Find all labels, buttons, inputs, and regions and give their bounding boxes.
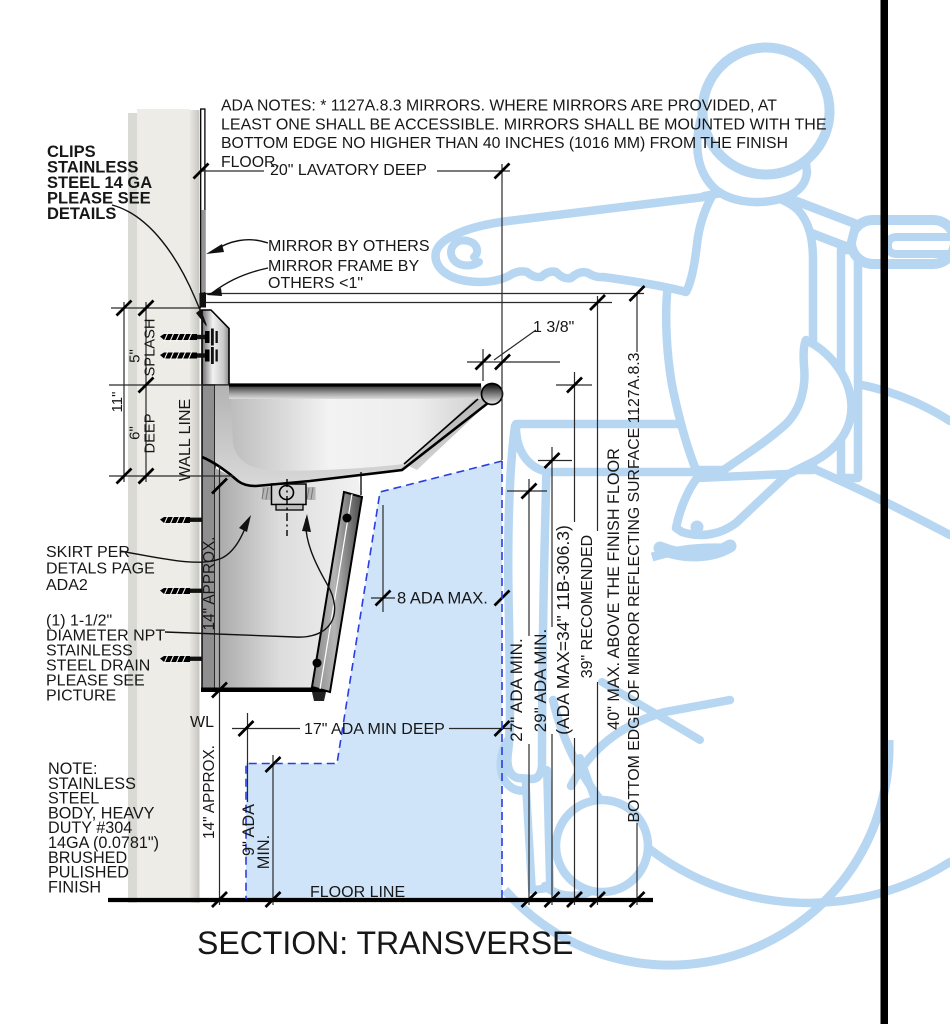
- svg-text:STEEL DRAIN: STEEL DRAIN: [46, 658, 150, 675]
- svg-text:CLIPS: CLIPS: [47, 143, 96, 161]
- svg-text:BODY, HEAVY: BODY, HEAVY: [48, 804, 155, 822]
- svg-text:DETALS PAGE: DETALS PAGE: [46, 561, 155, 578]
- svg-text:DIAMETER NPT: DIAMETER NPT: [46, 628, 165, 645]
- svg-text:BOTTOM EDGE OF MIRROR REFLECTI: BOTTOM EDGE OF MIRROR REFLECTING SURFACE…: [626, 352, 643, 822]
- svg-text:1 3/8": 1 3/8": [533, 319, 574, 336]
- svg-text:29" ADA MIN.: 29" ADA MIN.: [531, 629, 550, 732]
- svg-text:SPLASH: SPLASH: [143, 319, 159, 377]
- svg-text:BRUSHED: BRUSHED: [48, 849, 127, 867]
- svg-text:MIRROR FRAME BY: MIRROR FRAME BY: [268, 258, 419, 275]
- svg-text:NOTE:: NOTE:: [48, 760, 97, 778]
- svg-text:(1) 1-1/2": (1) 1-1/2": [46, 613, 112, 630]
- svg-text:5": 5": [127, 349, 144, 363]
- svg-text:DEEP: DEEP: [143, 413, 159, 453]
- svg-text:39" RECOMENDED: 39" RECOMENDED: [579, 535, 596, 678]
- svg-text:DUTY #304: DUTY #304: [48, 819, 132, 837]
- svg-text:11": 11": [109, 392, 126, 413]
- svg-text:OTHERS <1": OTHERS <1": [268, 275, 363, 292]
- svg-text:SECTION: TRANSVERSE: SECTION: TRANSVERSE: [197, 925, 573, 961]
- svg-text:6": 6": [127, 426, 144, 440]
- svg-text:FLOOR LINE: FLOOR LINE: [310, 884, 405, 901]
- svg-text:20" LAVATORY DEEP: 20" LAVATORY DEEP: [270, 162, 427, 179]
- svg-text:BOTTOM EDGE NO HIGHER THAN 40: BOTTOM EDGE NO HIGHER THAN 40 INCHES (10…: [221, 135, 788, 152]
- svg-text:MIN.: MIN.: [255, 835, 273, 869]
- svg-text:MIRROR BY OTHERS: MIRROR BY OTHERS: [268, 238, 430, 255]
- svg-text:14" APPROX.: 14" APPROX.: [201, 745, 218, 839]
- svg-text:LEAST ONE SHALL BE ACCESSIBLE.: LEAST ONE SHALL BE ACCESSIBLE. MIRRORS S…: [221, 116, 826, 133]
- svg-text:FINISH: FINISH: [48, 878, 101, 896]
- svg-text:14" APPROX.: 14" APPROX.: [201, 537, 218, 631]
- svg-text:STAINLESS: STAINLESS: [46, 643, 133, 660]
- svg-text:14GA (0.0781"): 14GA (0.0781"): [48, 834, 159, 852]
- svg-text:STAINLESS: STAINLESS: [48, 775, 136, 793]
- svg-text:ADA2: ADA2: [46, 577, 88, 594]
- svg-text:PICTURE: PICTURE: [46, 688, 116, 705]
- svg-text:ADA NOTES: * 1127A.8.3 MIRRORS: ADA NOTES: * 1127A.8.3 MIRRORS. WHERE MI…: [221, 98, 777, 115]
- svg-text:PLEASE SEE: PLEASE SEE: [46, 673, 145, 690]
- svg-text:STEEL: STEEL: [48, 790, 99, 808]
- svg-text:PLEASE SEE: PLEASE SEE: [47, 190, 151, 208]
- svg-text:STAINLESS: STAINLESS: [47, 159, 138, 177]
- svg-text:(ADA MAX=34" 11B-306.3): (ADA MAX=34" 11B-306.3): [553, 525, 573, 735]
- svg-text:PULISHED: PULISHED: [48, 864, 129, 882]
- svg-text:WL: WL: [190, 714, 214, 731]
- svg-text:FLOOR.: FLOOR.: [221, 154, 280, 171]
- svg-text:SKIRT PER: SKIRT PER: [46, 544, 130, 561]
- svg-text:9" ADA: 9" ADA: [240, 804, 258, 856]
- svg-text:STEEL 14 GA: STEEL 14 GA: [47, 174, 152, 192]
- svg-text:27" ADA MIN.: 27" ADA MIN.: [507, 638, 526, 741]
- svg-text:DETAILS: DETAILS: [47, 205, 116, 223]
- svg-text:17" ADA MIN DEEP: 17" ADA MIN DEEP: [304, 721, 445, 738]
- svg-text:WALL LINE: WALL LINE: [177, 399, 194, 481]
- svg-text:40" MAX. ABOVE THE FINISH FLOO: 40" MAX. ABOVE THE FINISH FLOOR: [605, 448, 623, 730]
- svg-text:8 ADA MAX.: 8 ADA MAX.: [397, 590, 488, 608]
